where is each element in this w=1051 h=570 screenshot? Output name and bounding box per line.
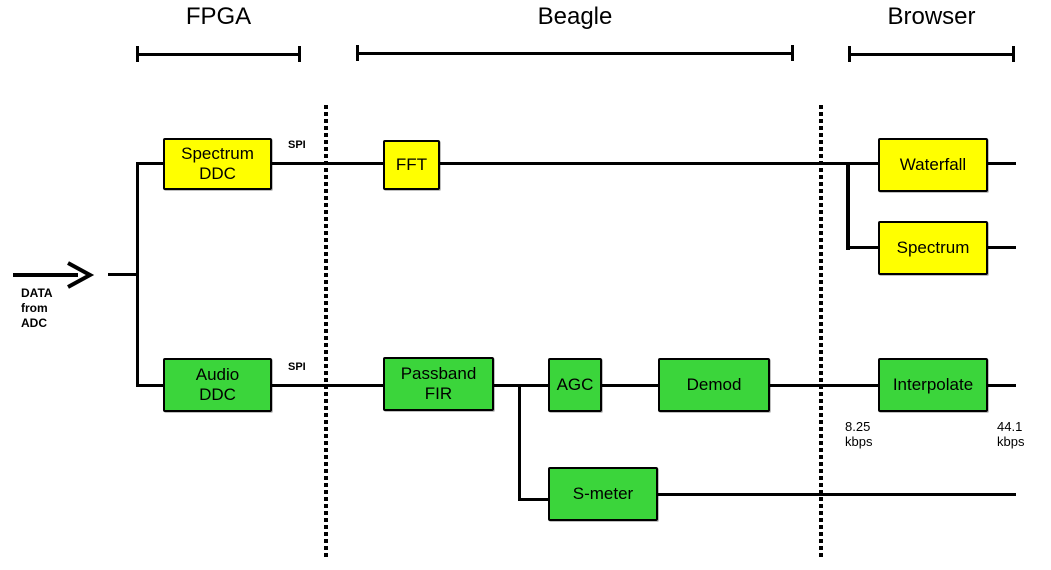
fpga-beagle-boundary-dotted-line (324, 105, 328, 557)
connector-arrow-to-trunk (108, 273, 138, 276)
browser-bracket-right-tick (1012, 46, 1015, 62)
block-interpolate: Interpolate (878, 358, 988, 412)
beagle-browser-boundary-dotted-line (819, 105, 823, 557)
browser-bracket-line (849, 53, 1014, 56)
connector-passband-fir-to-agc (494, 384, 548, 387)
section-title-fpga: FPGA (185, 3, 252, 30)
connector-waterfall-output (988, 162, 1016, 165)
input-source-label: DATA from ADC (21, 286, 53, 330)
browser-bracket-left-tick (848, 46, 851, 62)
beagle-bracket-right-tick (791, 45, 794, 61)
spi-label-audio: SPI (288, 361, 306, 373)
beagle-bracket-line (357, 52, 793, 55)
input-trunk-vertical (136, 162, 139, 387)
section-title-browser: Browser (887, 3, 976, 30)
connector-s-meter-output (658, 493, 1016, 496)
connector-interpolate-output (988, 384, 1016, 387)
section-title-beagle: Beagle (537, 3, 613, 30)
connector-branch-to-s-meter-vertical (518, 384, 521, 501)
fpga-bracket-line (137, 53, 300, 56)
block-spectrum-ddc: Spectrum DDC (163, 138, 272, 190)
beagle-bracket-left-tick (356, 45, 359, 61)
rate-label-after-interpolate: 44.1 kbps (997, 419, 1025, 449)
spi-label-spectrum: SPI (288, 139, 306, 151)
rate-label-before-interpolate: 8.25 kbps (845, 419, 873, 449)
connector-spectrum-display-output (988, 246, 1016, 249)
block-agc: AGC (548, 358, 602, 412)
connector-spectrum-ddc-to-fft (272, 162, 383, 165)
connector-branch-to-s-meter (518, 498, 548, 501)
connector-audio-ddc-to-passband-fir (272, 384, 383, 387)
connector-demod-to-interpolate (770, 384, 878, 387)
connector-branch-to-spectrum-display-vertical (846, 162, 850, 250)
block-audio-ddc: Audio DDC (163, 358, 272, 412)
block-demod: Demod (658, 358, 770, 412)
fpga-bracket-left-tick (136, 46, 139, 62)
connector-fft-to-waterfall (440, 162, 878, 165)
connector-trunk-to-audio-ddc (136, 384, 163, 387)
block-s-meter: S-meter (548, 467, 658, 521)
block-spectrum-display: Spectrum (878, 221, 988, 275)
connector-agc-to-demod (602, 384, 658, 387)
block-passband-fir: Passband FIR (383, 357, 494, 411)
block-fft: FFT (383, 140, 440, 190)
input-arrow-icon (13, 261, 95, 289)
connector-trunk-to-spectrum-ddc (136, 162, 163, 165)
fpga-bracket-right-tick (298, 46, 301, 62)
block-waterfall: Waterfall (878, 138, 988, 192)
connector-branch-to-spectrum-display (846, 246, 878, 249)
